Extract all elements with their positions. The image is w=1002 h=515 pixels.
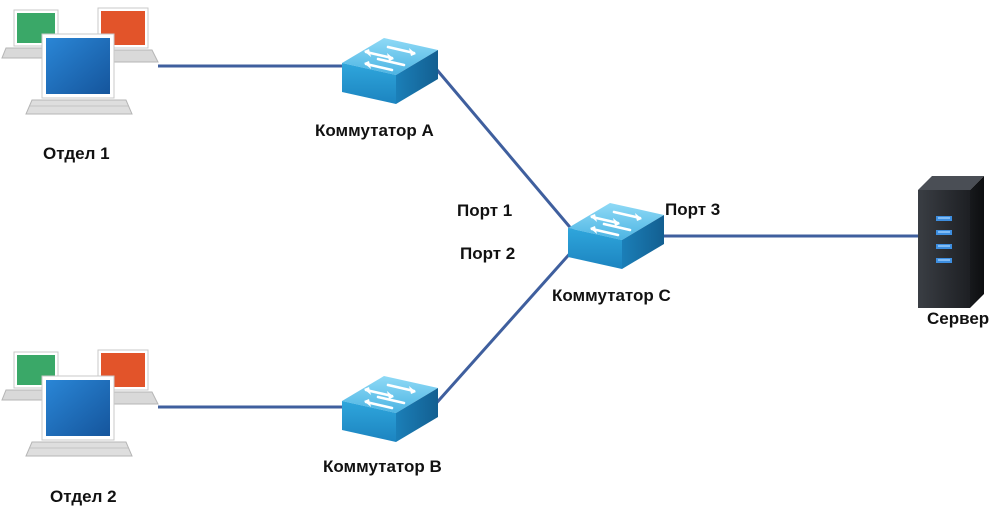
dept2-label: Отдел 2 xyxy=(50,487,117,506)
switch-b-label: Коммутатор B xyxy=(323,457,442,476)
dept1-computers-icon xyxy=(1,7,159,115)
dept1-label: Отдел 1 xyxy=(43,144,110,163)
switch-c-icon xyxy=(566,201,666,271)
port1-label: Порт 1 xyxy=(457,201,513,220)
switch-a-icon xyxy=(340,36,440,106)
port2-label: Порт 2 xyxy=(460,244,516,263)
switch-c-label: Коммутатор C xyxy=(552,286,671,305)
network-links xyxy=(158,63,918,409)
server-icon xyxy=(918,176,984,308)
switch-b-icon xyxy=(340,374,440,444)
port3-label: Порт 3 xyxy=(665,200,721,219)
server-label: Сервер xyxy=(927,309,990,328)
switch-a-label: Коммутатор A xyxy=(315,121,434,140)
dept2-computers-icon xyxy=(1,349,159,457)
link-switch-b-switch-c xyxy=(430,239,584,409)
link-switch-a-switch-c xyxy=(430,63,587,246)
